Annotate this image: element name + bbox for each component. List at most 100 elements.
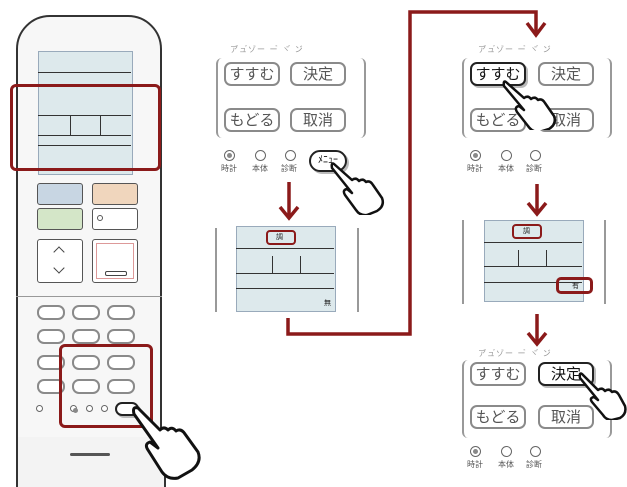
remote-small-button[interactable] — [107, 305, 135, 320]
remote-small-button[interactable] — [37, 329, 65, 344]
remote-buttons-highlight — [59, 344, 153, 428]
remote-small-button[interactable] — [107, 355, 135, 370]
remote-lcd-line — [38, 115, 131, 116]
lcd-line — [546, 250, 547, 266]
cancel-button[interactable]: 取消 — [538, 405, 594, 429]
remote-lower-body — [16, 437, 166, 487]
next-button[interactable]: すすむ — [470, 362, 526, 386]
chevron-up-icon — [53, 246, 65, 258]
diag-lamp-label: 診断 — [281, 164, 297, 173]
remote-lcd-line — [38, 135, 131, 136]
remote-lamp — [101, 405, 108, 412]
arrow-down-icon — [278, 182, 300, 221]
pointing-hand-icon — [578, 372, 627, 420]
remote-small-button[interactable] — [37, 379, 65, 394]
clock-lamp-label: 時計 — [467, 164, 483, 173]
cover-line — [16, 296, 162, 297]
remote-slot — [70, 453, 110, 456]
lcd-line — [236, 288, 334, 289]
panel-frame — [216, 58, 366, 138]
panel-cut-text: ア゙ュ゙ゾー ー゙ ヾ゙ ン゙ — [478, 349, 552, 358]
ok-button[interactable]: 決定 — [290, 62, 346, 86]
remote-small-button[interactable] — [107, 379, 135, 394]
lcd-tag: 調 — [276, 233, 283, 241]
diag-lamp — [530, 446, 541, 457]
chevron-down-icon — [53, 262, 65, 274]
lcd-tag-highlight — [512, 224, 542, 239]
lcd-frame-right — [604, 220, 606, 304]
remote-lcd-line — [100, 115, 101, 135]
unit-lamp — [501, 446, 512, 457]
arrow-down-icon — [526, 314, 548, 347]
panel-frame — [462, 58, 612, 138]
lcd-line — [484, 282, 582, 283]
remote-lcd-line — [38, 72, 131, 73]
next-button[interactable]: すすむ — [224, 62, 280, 86]
lcd-frame-right — [357, 228, 359, 312]
stop-button[interactable] — [92, 208, 138, 230]
remote-small-button[interactable] — [72, 305, 100, 320]
remote-small-button[interactable] — [72, 379, 100, 394]
lcd-value-highlight — [556, 277, 593, 294]
panel-cut-text: ア゙ュ゙ゾー ー゙ ヾ゙ ン゙ — [478, 45, 552, 54]
lcd-line — [236, 248, 334, 249]
remote-lcd-line — [38, 145, 131, 146]
remote-lcd — [38, 51, 133, 175]
lcd-line — [300, 256, 301, 273]
remote-small-button[interactable] — [37, 355, 65, 370]
lcd-screen — [484, 220, 584, 302]
diag-lamp-label: 診断 — [526, 460, 542, 469]
unit-lamp-label: 本体 — [252, 164, 268, 173]
mode-button-green[interactable] — [37, 208, 83, 230]
lcd-frame-left — [462, 220, 464, 304]
pointing-hand-icon — [132, 406, 201, 480]
clock-lamp — [224, 150, 235, 161]
remote-small-button[interactable] — [107, 329, 135, 344]
lcd-line — [272, 256, 273, 273]
lcd-line — [484, 242, 582, 243]
diag-lamp-label: 診断 — [526, 164, 542, 173]
lcd-line — [518, 250, 519, 266]
clock-lamp-label: 時計 — [467, 460, 483, 469]
mode-button-blue[interactable] — [37, 183, 83, 205]
pointing-hand-icon — [502, 80, 557, 130]
unit-lamp — [255, 150, 266, 161]
remote-small-button[interactable] — [72, 355, 100, 370]
pointing-hand-icon — [330, 162, 385, 215]
next-button-active[interactable]: すすむ — [470, 62, 526, 86]
back-button[interactable]: もどる — [224, 108, 280, 132]
lcd-tag-highlight — [266, 230, 296, 245]
mode-button-orange[interactable] — [92, 183, 138, 205]
back-button[interactable]: もどる — [470, 405, 526, 429]
clock-lamp — [470, 150, 481, 161]
temp-up-down-button[interactable] — [37, 239, 83, 283]
remote-small-button[interactable] — [72, 329, 100, 344]
ok-button-active[interactable]: 決定 — [538, 362, 594, 386]
arrow-down-icon — [526, 184, 548, 217]
clock-lamp — [470, 446, 481, 457]
remote-lamp — [70, 405, 78, 413]
lcd-frame-left — [215, 228, 217, 312]
remote-lcd-highlight — [10, 84, 161, 171]
remote-lamp — [36, 405, 43, 412]
diag-lamp — [530, 150, 541, 161]
remote-small-button[interactable] — [37, 305, 65, 320]
unit-lamp — [501, 150, 512, 161]
diag-lamp — [285, 150, 296, 161]
unit-lamp-label: 本体 — [498, 460, 514, 469]
power-button[interactable] — [92, 239, 138, 283]
panel-cut-text: ア゙ュ゙ゾー ー゙ ヾ゙ ン゙ — [230, 45, 304, 54]
clock-lamp-label: 時計 — [221, 164, 237, 173]
lcd-tag: 調 — [523, 227, 530, 235]
lcd-line — [484, 266, 582, 267]
lcd-value: 無 — [324, 299, 331, 307]
lcd-value: 有 — [572, 282, 579, 290]
remote-lcd-line — [70, 115, 71, 135]
remote-lamp — [86, 405, 93, 412]
lcd-line — [236, 273, 334, 274]
unit-lamp-label: 本体 — [498, 164, 514, 173]
lcd-screen — [236, 226, 336, 312]
flow-arrow — [286, 10, 547, 336]
cancel-button[interactable]: 取消 — [290, 108, 346, 132]
ok-button[interactable]: 決定 — [538, 62, 594, 86]
